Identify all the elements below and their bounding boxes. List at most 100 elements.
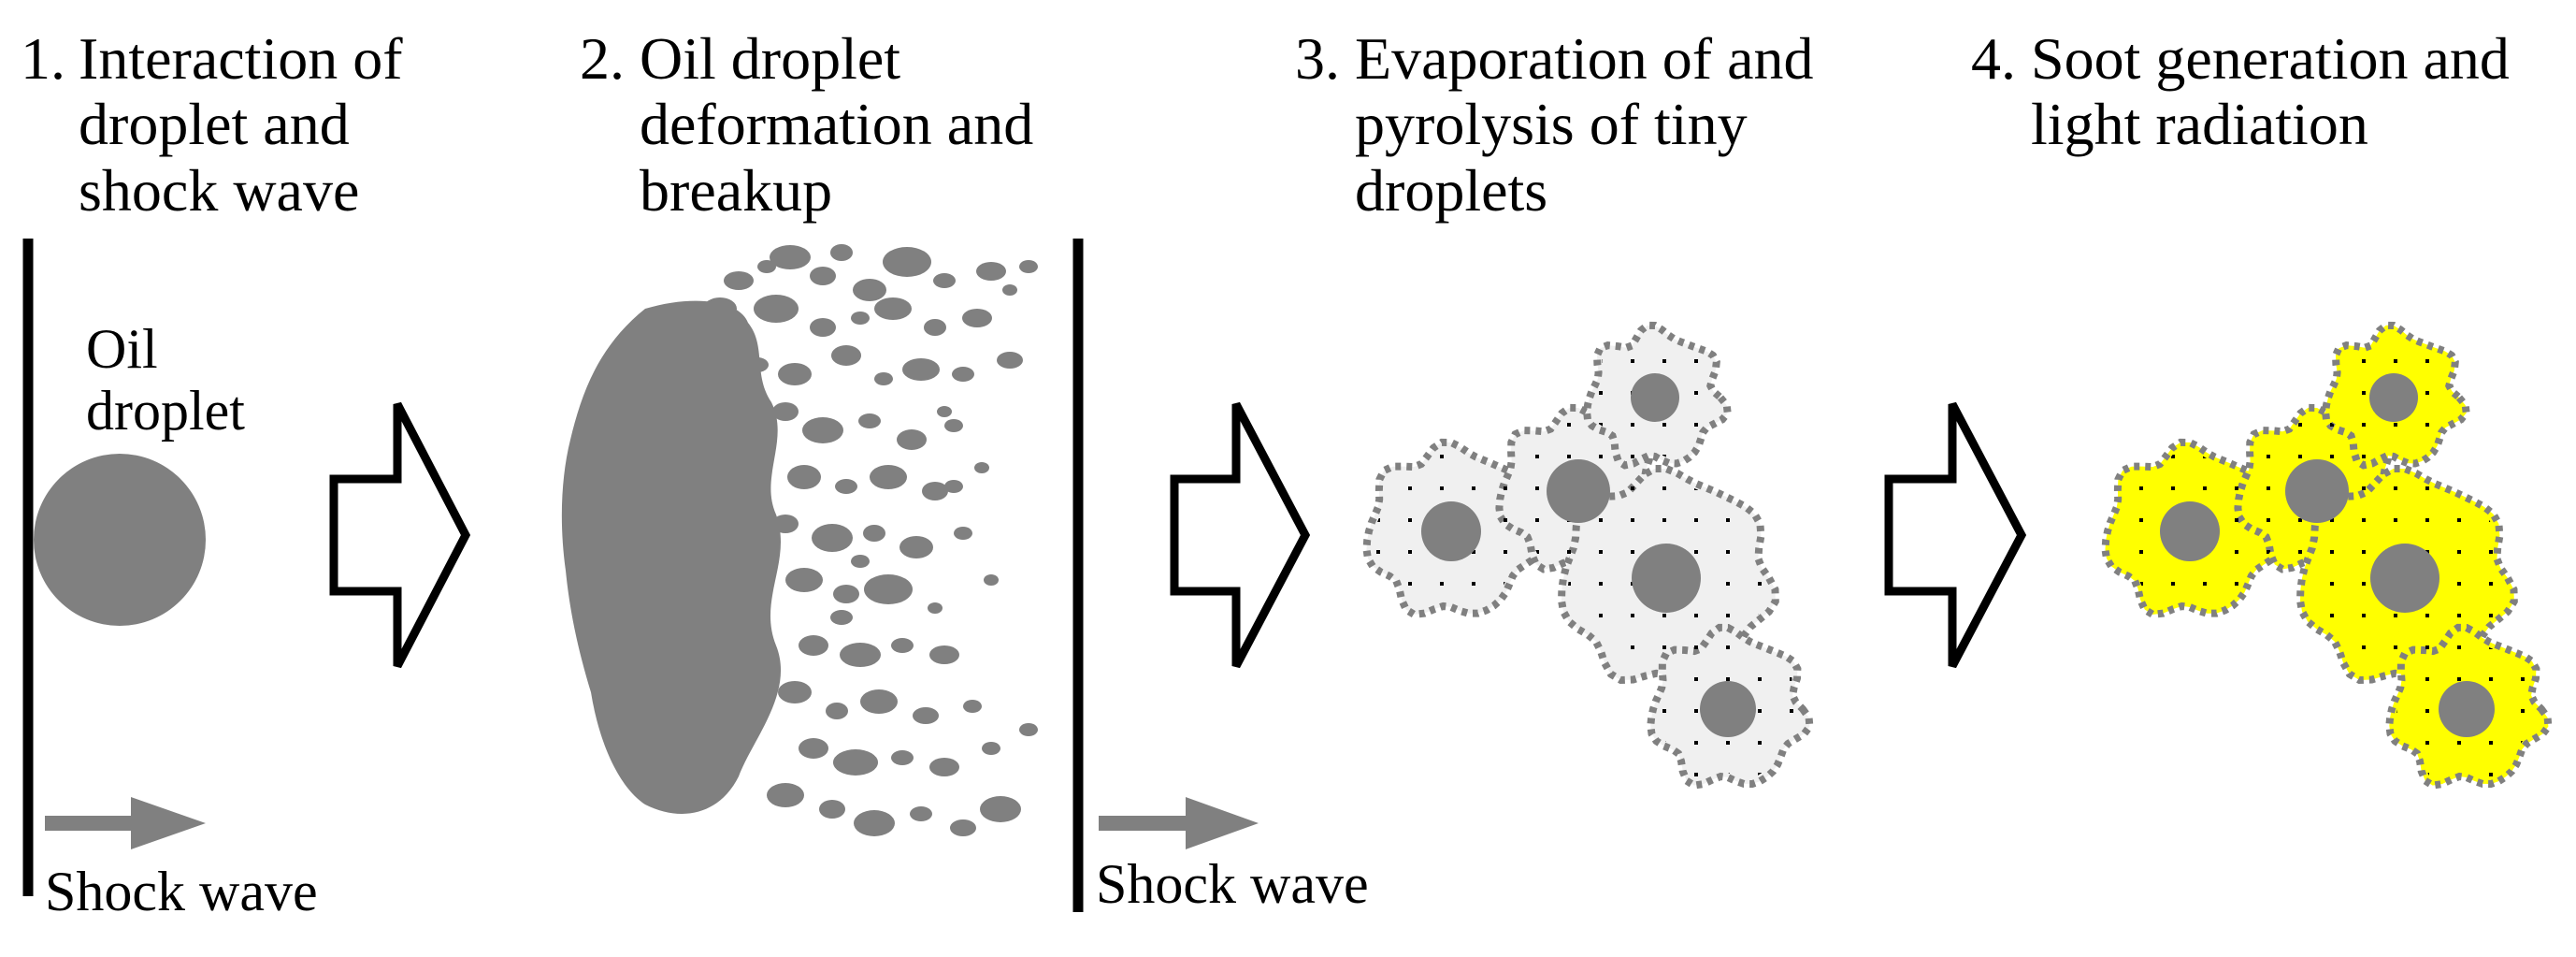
droplet-fragment [864,574,913,604]
tiny-droplet [1421,501,1481,561]
droplet-fragment [963,700,982,713]
deformed-droplet-body [561,300,782,814]
tiny-droplet [1631,373,1679,422]
oil-droplet-label: Oil droplet [86,318,245,442]
droplet-fragment [757,260,776,273]
droplet-fragment [984,574,999,586]
droplet-fragment [799,635,828,656]
stage-4-number: 4. [1971,25,2016,92]
droplet-fragment [937,406,952,417]
droplet-fragment [897,429,927,450]
droplet-fragment [863,525,885,542]
droplet-fragment [883,247,931,277]
droplet-fragment [826,703,848,719]
droplet-fragment [754,295,799,323]
vapor-cluster [1362,321,1814,790]
droplet-fragment [922,482,948,500]
droplet-fragment [724,271,754,290]
droplet-fragment [891,750,914,765]
droplet-fragment [910,806,932,821]
stage-4-text: Soot generation and light radiation [2031,25,2510,158]
droplet-fragment [851,312,870,325]
tiny-droplet [2160,501,2220,561]
droplet-fragment [874,297,912,320]
droplet-fragment [746,357,769,372]
droplet-fragment [952,367,974,382]
tiny-droplet [2369,373,2418,422]
tiny-droplet [2370,544,2439,613]
stage-2-text: Oil droplet deformation and breakup [640,25,1034,224]
droplet-fragment [902,358,940,381]
droplet-fragment [1019,260,1038,273]
process-arrow-icon [1170,401,1311,669]
droplet-fragment [899,536,933,558]
droplet-fragments [703,244,1038,836]
droplet-fragment [840,643,881,667]
process-arrow-icon [1884,401,2027,669]
droplet-fragment [853,279,886,301]
droplet-fragment [950,819,976,836]
droplet-fragment [831,345,861,366]
tiny-droplet [1547,459,1610,523]
process-arrow-icon [329,401,471,669]
droplet-fragment [772,515,799,533]
droplet-fragment [980,796,1021,822]
droplet-fragment [810,267,836,285]
stage-3-number: 3. [1295,25,1340,92]
stage-3-text: Evaporation of and pyrolysis of tiny dro… [1355,25,1814,224]
droplet-fragment [802,417,843,443]
tiny-droplet [2439,681,2495,737]
droplet-fragment [854,810,895,836]
droplet-fragment [799,738,828,759]
droplet-fragment [976,262,1006,281]
droplet-fragment [1019,723,1038,736]
droplet-fragment [913,707,939,724]
stage-2-number: 2. [580,25,625,92]
droplet-fragment [703,297,737,320]
droplet-fragment [819,800,845,819]
droplet-fragment [933,273,956,288]
droplet-fragment [767,783,804,807]
shock-direction-arrow-icon [45,797,206,849]
droplet-fragment [1002,284,1017,296]
droplet-fragment [830,244,853,261]
oil-droplet [34,454,206,626]
droplet-fragment [954,527,972,540]
droplet-fragment [778,363,812,385]
shock-direction-arrow-icon [1099,797,1259,849]
droplet-fragment [810,318,836,337]
droplet-fragment [830,610,853,625]
droplet-fragment [772,402,799,421]
shock-wave-label: Shock wave [45,861,318,922]
droplet-fragment [982,742,1000,755]
droplet-fragment [778,681,812,703]
soot-cluster [2101,321,2553,790]
droplet-fragment [870,465,907,489]
stage-1-number: 1. [21,25,65,92]
droplet-fragment [924,319,946,336]
droplet-fragment [962,309,992,327]
droplet-fragment [891,638,914,653]
droplet-fragment [944,419,963,432]
droplet-fragment [785,568,823,592]
droplet-fragment [812,524,853,552]
droplet-fragment [944,480,963,493]
breakup-cloud [561,244,1038,836]
droplet-fragment [974,462,989,473]
droplet-fragment [833,585,859,603]
tiny-droplet [1632,544,1701,613]
droplet-fragment [997,352,1023,369]
droplet-fragment [787,465,821,489]
droplet-fragment [929,645,959,664]
droplet-fragment [833,749,878,776]
droplet-fragment [928,602,943,614]
droplet-fragment [929,758,959,776]
droplet-fragment [851,555,870,568]
droplet-fragment [770,245,811,269]
droplet-fragment [874,372,893,385]
tiny-droplet [1700,681,1756,737]
stage-1-text: Interaction of droplet and shock wave [79,25,403,224]
tiny-droplet [2285,459,2349,523]
droplet-fragment [858,413,881,428]
